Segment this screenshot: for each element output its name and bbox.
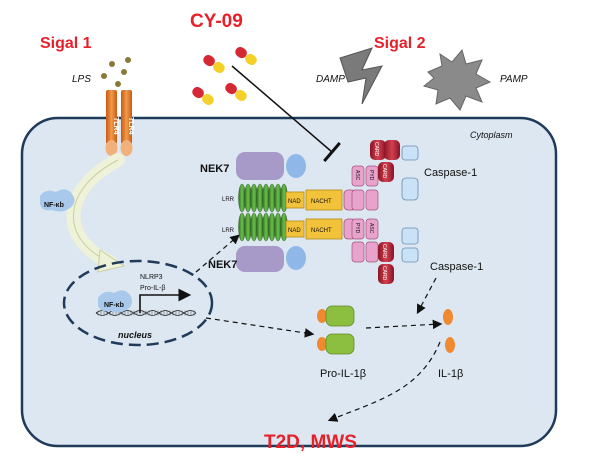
caspase1-bottom [401, 227, 419, 263]
tlr4-receptor: TLR4 TLR4 [105, 90, 134, 156]
nfkb-nucleus-label: NF-κb [104, 302, 124, 309]
card-bottom: CARD CARD [378, 242, 394, 284]
card-top-label-2: CARD [381, 164, 387, 179]
cell-membrane [20, 116, 558, 448]
card-top: CARD CARD [370, 140, 400, 182]
pyd-bottom-label: PYD [354, 223, 360, 234]
signal2-label: Sigal 2 [374, 35, 426, 52]
nucleus-label: nucleus [118, 330, 152, 340]
lrr-bottom-label: LRR [222, 228, 235, 234]
outcome-label: T2D, MWS [264, 432, 357, 453]
nad-top-label: NAD [288, 199, 301, 205]
cy09-label: CY-09 [190, 11, 243, 32]
nacht-bottom-label: NACHT [311, 228, 332, 234]
asc-top: ASC PYD [351, 165, 379, 211]
pyd-top-label: PYD [368, 170, 374, 181]
nfkb-cytoplasm: NF-κb [40, 189, 75, 212]
signal1-label: Sigal 1 [40, 35, 92, 52]
pro-il-gene-label: Pro-IL-β [140, 285, 165, 292]
nad-bottom-label: NAD [288, 228, 301, 234]
lps-dots [101, 57, 131, 87]
nfkb-nucleus: NF-κb [98, 290, 133, 313]
caspase1-bottom-label: Caspase-1 [430, 261, 483, 273]
nucleus [62, 259, 214, 347]
damp-label: DAMP [316, 74, 345, 85]
cy09-inhibition-line [231, 65, 341, 163]
nucleus-to-lrr-arrow [195, 234, 240, 273]
pro-il1b-molecules [317, 305, 355, 355]
nlrp3-domains-bottom: NAD NACHT [285, 218, 357, 240]
pro-il1b-label: Pro-IL-1β [320, 368, 366, 380]
caspase1-top [401, 145, 419, 201]
caspase-to-cleavage-arrow [416, 277, 437, 315]
lps-label: LPS [72, 74, 91, 85]
card-bottom-label-1: CARD [381, 244, 387, 259]
tlr4-label-left: TLR4 [112, 117, 119, 135]
asc-bottom: PYD ASC [351, 218, 379, 263]
pro-to-il1b-arrow [365, 319, 443, 330]
nek7-top [236, 152, 306, 180]
asc-bottom-label: ASC [368, 223, 374, 234]
cy09-pills [192, 46, 257, 106]
card-bottom-label-2: CARD [381, 266, 387, 281]
nlrp3-domains-top: NAD NACHT [285, 189, 357, 211]
il1b-label: IL-1β [438, 368, 463, 380]
nek7-top-label: NEK7 [200, 163, 229, 175]
cytoplasm-label: Cytoplasm [470, 130, 513, 140]
il1b-molecules [443, 309, 455, 353]
pamp-starburst-icon [422, 48, 492, 111]
nacht-top-label: NACHT [311, 199, 332, 205]
asc-top-label: ASC [354, 170, 360, 181]
promoter-arrow [139, 288, 192, 313]
il1b-to-outcome-arrow [327, 341, 441, 422]
nlrp3-gene-label: NLRP3 [140, 274, 163, 281]
nek7-bottom-label: NEK7 [208, 259, 237, 271]
nfkb-cytoplasm-label: NF-κb [44, 202, 64, 209]
tlr4-label-right: TLR4 [127, 117, 134, 135]
pamp-label: PAMP [500, 74, 528, 85]
lrr-top-label: LRR [222, 197, 235, 203]
card-top-label-1: CARD [373, 142, 379, 157]
damp-lightning-icon [339, 47, 383, 105]
caspase1-top-label: Caspase-1 [424, 167, 477, 179]
nek7-bottom [236, 246, 306, 272]
